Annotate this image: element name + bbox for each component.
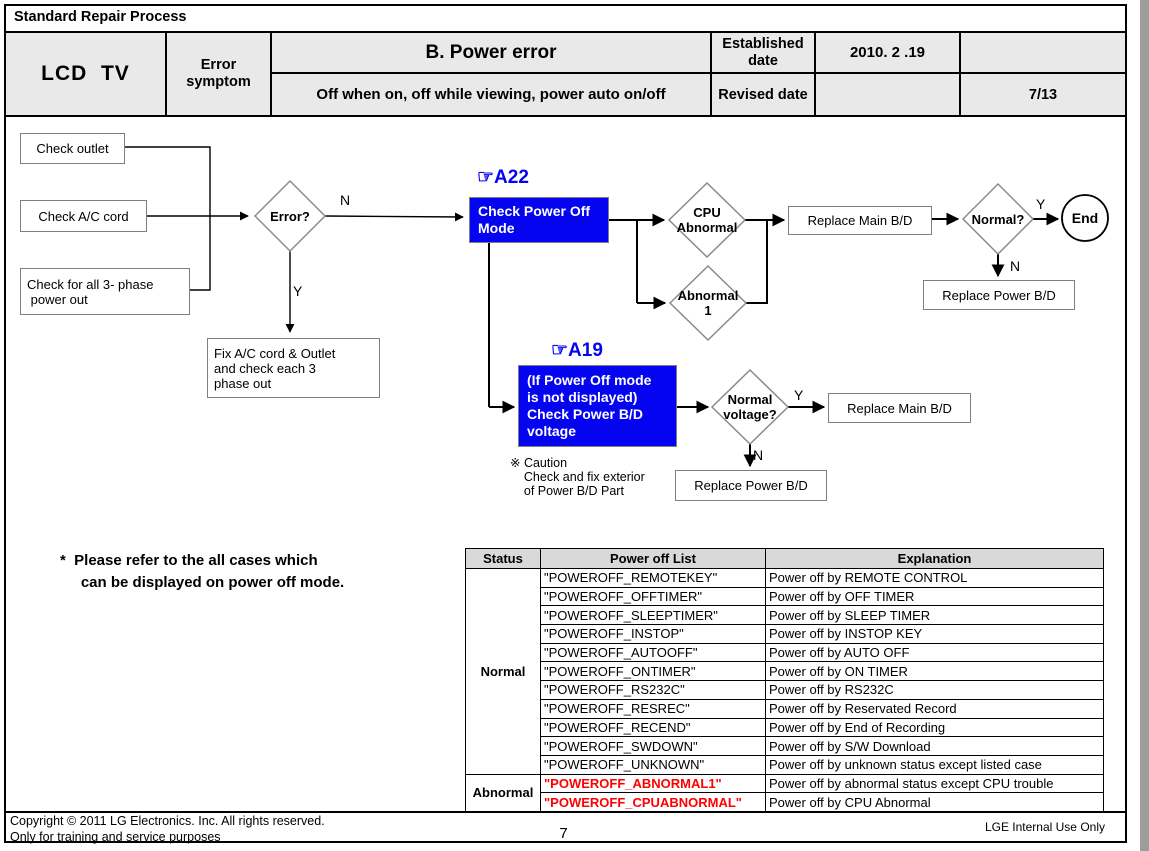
table-row: "POWEROFF_SLEEPTIMER" Power off by SLEEP…: [466, 605, 1104, 626]
copyright-text: Copyright © 2011 LG Electronics. Inc. Al…: [10, 814, 325, 844]
table-row: "POWEROFF_RS232C" Power off by RS232C: [466, 680, 1104, 700]
power-off-key: "POWEROFF_SLEEPTIMER": [540, 605, 766, 626]
col-header-status: Status: [465, 548, 541, 569]
decision-diamond-normal-voltage: [710, 368, 790, 446]
step-check-ac-cord: Check A/C cord: [20, 200, 147, 232]
connector-line: [123, 146, 211, 291]
power-off-explanation: Power off by CPU Abnormal: [765, 792, 1104, 812]
table-row: Abnormal "POWEROFF_ABNORMAL1" Power off …: [465, 773, 1104, 813]
decision-diamond-abnormal1: [668, 264, 748, 342]
step-check-power-bd-voltage: (If Power Off mode is not displayed) Che…: [518, 365, 677, 447]
power-off-key: "POWEROFF_REMOTEKEY": [540, 568, 766, 588]
table-row: "POWEROFF_CPUABNORMAL" Power off by CPU …: [466, 792, 1104, 812]
power-off-explanation: Power off by unknown status except liste…: [765, 754, 1104, 775]
step-check-3phase: Check for all 3- phase power out: [20, 268, 190, 315]
revised-date-value: [816, 74, 959, 115]
error-description-cell: Off when on, off while viewing, power au…: [272, 74, 710, 115]
window-edge-bar: [1140, 0, 1149, 851]
error-symptom-label: Error symptom: [167, 33, 270, 115]
step-replace-main-bd-1: Replace Main B/D: [788, 206, 932, 235]
table-row: "POWEROFF_RESREC" Power off by Reservate…: [466, 698, 1104, 719]
revised-date-label: Revised date: [712, 74, 814, 115]
footer-separator: [4, 811, 1127, 813]
power-off-explanation: Power off by abnormal status except CPU …: [765, 773, 1104, 794]
power-off-explanation: Power off by AUTO OFF: [765, 642, 1104, 663]
power-off-key: "POWEROFF_ONTIMER": [540, 661, 766, 682]
ref-a19: ☞A19: [551, 340, 603, 361]
table-row: "POWEROFF_OFFTIMER" Power off by OFF TIM…: [466, 586, 1104, 607]
established-date-value: 2010. 2 .19: [816, 33, 959, 72]
decision-diamond-normal: [961, 182, 1035, 256]
power-off-key: "POWEROFF_OFFTIMER": [540, 586, 766, 607]
end-terminator-circle: [1061, 194, 1109, 242]
branch-label-n: N: [753, 447, 764, 463]
ref-a22: ☞A22: [477, 167, 529, 188]
step-replace-power-bd-2: Replace Power B/D: [675, 470, 827, 501]
power-off-key-alert: "POWEROFF_ABNORMAL1": [540, 773, 766, 794]
page-border: [4, 4, 1127, 843]
error-title-cell: B. Power error: [272, 33, 710, 72]
power-off-key: "POWEROFF_UNKNOWN": [540, 754, 766, 775]
model-cell: LCD TV: [6, 33, 165, 115]
header-blank-cell: [961, 33, 1125, 72]
branch-label-y: Y: [1036, 196, 1046, 212]
power-off-key: "POWEROFF_AUTOOFF": [540, 642, 766, 663]
connector-arrow: [324, 212, 464, 222]
caution-note: ※ Caution Check and fix exterior of Powe…: [510, 456, 645, 498]
power-off-explanation: Power off by ON TIMER: [765, 661, 1104, 682]
power-off-explanation: Power off by S/W Download: [765, 736, 1104, 756]
power-off-explanation: Power off by OFF TIMER: [765, 586, 1104, 607]
step-fix-ac-cord: Fix A/C cord & Outlet and check each 3 p…: [207, 338, 380, 398]
table-row: Normal "POWEROFF_REMOTEKEY" Power off by…: [465, 568, 1104, 775]
table-row: "POWEROFF_SWDOWN" Power off by S/W Downl…: [466, 736, 1104, 756]
header-separator: [4, 115, 1127, 117]
title-separator: [4, 31, 1127, 33]
decision-diamond-cpu-abnormal: [667, 181, 747, 259]
table-row: "POWEROFF_RECEND" Power off by End of Re…: [466, 717, 1104, 738]
power-off-explanation: Power off by Reservated Record: [765, 698, 1104, 719]
power-off-explanation: Power off by RS232C: [765, 680, 1104, 700]
power-off-key: "POWEROFF_RS232C": [540, 680, 766, 700]
branch-label-n: N: [340, 192, 351, 208]
page-number: 7: [559, 825, 568, 842]
table-row: "POWEROFF_ONTIMER" Power off by ON TIMER: [466, 661, 1104, 682]
power-off-key-alert: "POWEROFF_CPUABNORMAL": [540, 792, 766, 812]
power-off-table: Status Power off List Explanation Normal…: [465, 548, 1104, 813]
decision-diamond-error: [253, 179, 327, 253]
connector-group-main: [488, 212, 1060, 468]
header-table: LCD TV Error symptom B. Power error Esta…: [6, 33, 1125, 115]
power-off-explanation: Power off by INSTOP KEY: [765, 624, 1104, 644]
page-indicator: 7/13: [961, 74, 1125, 115]
step-check-outlet: Check outlet: [20, 133, 125, 164]
step-replace-power-bd-1: Replace Power B/D: [923, 280, 1075, 310]
step-replace-main-bd-2: Replace Main B/D: [828, 393, 971, 423]
step-check-power-off-mode: Check Power Off Mode: [469, 197, 609, 243]
branch-label-n: N: [1010, 258, 1021, 274]
table-header-row: Status Power off List Explanation: [465, 548, 1104, 569]
power-off-explanation: Power off by REMOTE CONTROL: [765, 568, 1104, 588]
status-group-abnormal: Abnormal: [465, 773, 541, 813]
established-date-label: Established date: [712, 33, 814, 72]
internal-use-label: LGE Internal Use Only: [984, 820, 1105, 834]
power-off-key: "POWEROFF_SWDOWN": [540, 736, 766, 756]
branch-label-y: Y: [293, 283, 303, 299]
power-off-explanation: Power off by End of Recording: [765, 717, 1104, 738]
col-header-power-off-list: Power off List: [540, 548, 766, 569]
power-off-key: "POWEROFF_RESREC": [540, 698, 766, 719]
power-off-explanation: Power off by SLEEP TIMER: [765, 605, 1104, 626]
power-off-key: "POWEROFF_RECEND": [540, 717, 766, 738]
table-row: "POWEROFF_UNKNOWN" Power off by unknown …: [466, 754, 1104, 775]
branch-label-y: Y: [794, 387, 804, 403]
col-header-explanation: Explanation: [765, 548, 1104, 569]
table-row: "POWEROFF_AUTOOFF" Power off by AUTO OFF: [466, 642, 1104, 663]
power-off-key: "POWEROFF_INSTOP": [540, 624, 766, 644]
page-title: Standard Repair Process: [14, 9, 187, 25]
connector-line: [608, 219, 768, 304]
connector-group-left: [123, 146, 464, 333]
decision-shapes: [253, 179, 1035, 446]
table-row: "POWEROFF_INSTOP" Power off by INSTOP KE…: [466, 624, 1104, 644]
reference-note: * Please refer to the all cases which ca…: [60, 552, 345, 591]
status-group-normal: Normal: [465, 568, 541, 775]
